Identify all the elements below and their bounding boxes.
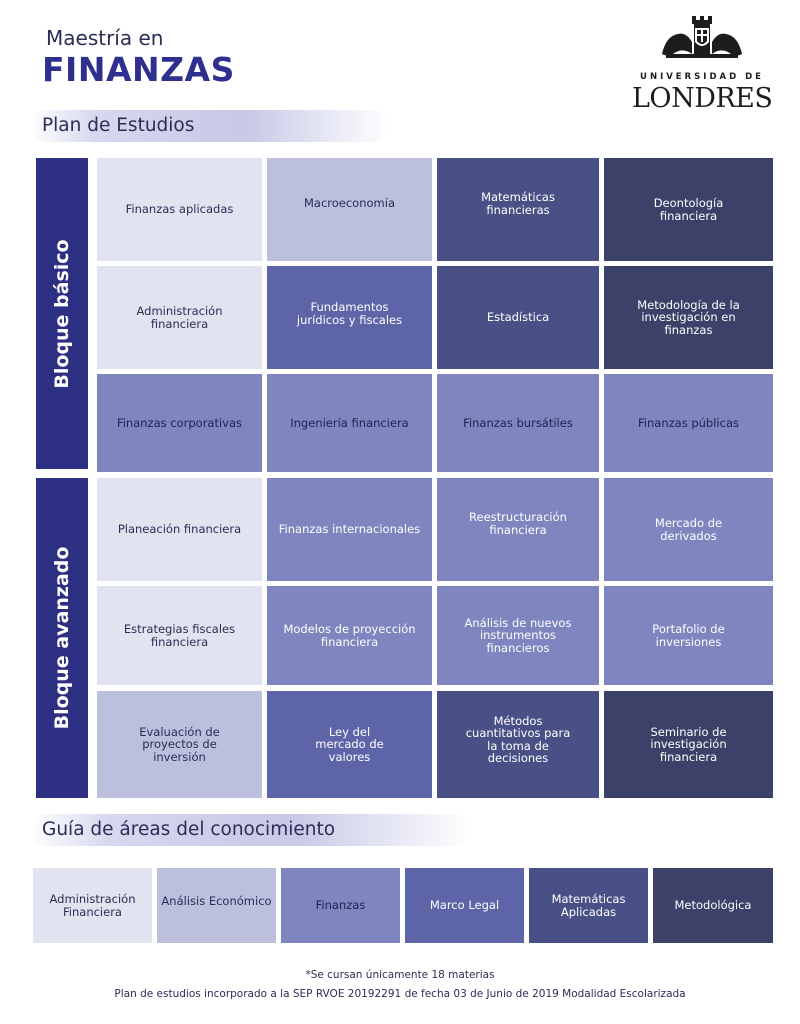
course-name: Planeación financiera — [117, 522, 242, 537]
area-label: Metodológica — [674, 898, 752, 913]
course-name: Ingeniería financiera — [290, 415, 409, 430]
course-cell: Matemáticas financieras — [437, 158, 599, 261]
course-name: Finanzas internacionales — [278, 522, 421, 537]
course-cell: Métodos cuantitativos para la toma de de… — [437, 691, 599, 798]
area-label: Finanzas — [315, 898, 366, 913]
area-legend-item: Finanzas — [281, 868, 400, 943]
course-cell: Modelos de proyección financiera — [267, 586, 432, 685]
castle-crest-icon — [662, 16, 742, 58]
area-label: Administración Financiera — [49, 892, 136, 919]
area-legend-item: Análisis Económico — [157, 868, 276, 943]
course-cell: Análisis de nuevos instrumentos financie… — [437, 586, 599, 685]
course-cell: Metodología de la investigación en finan… — [604, 266, 773, 369]
logo-university-text: UNIVERSIDAD DE — [640, 72, 764, 82]
area-legend-item: Metodológica — [653, 868, 773, 943]
program-subtitle: Maestría en — [46, 26, 164, 50]
block-label-basic-text: Bloque básico — [51, 238, 73, 389]
block-label-advanced: Bloque avanzado — [36, 478, 88, 798]
course-cell: Finanzas aplicadas — [97, 158, 262, 261]
university-logo: UNIVERSIDAD DE LONDRES — [632, 14, 773, 114]
block-label-basic: Bloque básico — [36, 158, 88, 469]
course-cell: Portafolio de inversiones — [604, 586, 773, 685]
course-cell: Finanzas corporativas — [97, 374, 262, 472]
course-name: Reestructuración financiera — [469, 510, 567, 537]
footer-legal: Plan de estudios incorporado a la SEP RV… — [114, 988, 686, 1000]
area-label: Matemáticas Aplicadas — [551, 892, 626, 919]
area-label: Análisis Económico — [161, 894, 272, 909]
course-cell: Finanzas públicas — [604, 374, 773, 472]
area-legend-item: Administración Financiera — [33, 868, 152, 943]
course-cell: Fundamentos jurídicos y fiscales — [267, 266, 432, 369]
course-name: Finanzas públicas — [638, 415, 739, 430]
course-name: Modelos de proyección financiera — [283, 622, 416, 649]
course-cell: Macroeconomía — [267, 158, 432, 261]
course-cell: Finanzas bursátiles — [437, 374, 599, 472]
course-cell: Ley del mercado de valores — [267, 691, 432, 798]
course-cell: Mercado de derivados — [604, 478, 773, 581]
course-name: Evaluación de proyectos de inversión — [139, 724, 220, 764]
course-name: Matemáticas financieras — [481, 190, 555, 217]
course-cell: Finanzas internacionales — [267, 478, 432, 581]
course-cell: Planeación financiera — [97, 478, 262, 581]
course-name: Finanzas bursátiles — [463, 415, 573, 430]
course-name: Mercado de derivados — [654, 516, 723, 543]
course-name: Estrategias fiscales financiera — [123, 622, 236, 649]
course-cell: Administración financiera — [97, 266, 262, 369]
course-name: Finanzas corporativas — [116, 415, 243, 430]
course-cell: Estadística — [437, 266, 599, 369]
course-name: Portafolio de inversiones — [652, 622, 725, 649]
course-name: Análisis de nuevos instrumentos financie… — [464, 615, 572, 655]
course-name: Finanzas aplicadas — [125, 202, 234, 217]
plan-heading: Plan de Estudios — [30, 110, 390, 142]
logo-londres-text: LONDRES — [632, 83, 773, 114]
course-cell: Evaluación de proyectos de inversión — [97, 691, 262, 798]
course-name: Metodología de la investigación en finan… — [637, 297, 740, 337]
footer-note: *Se cursan únicamente 18 materias — [305, 969, 495, 981]
course-cell: Deontología financiera — [604, 158, 773, 261]
area-legend-item: Marco Legal — [405, 868, 524, 943]
course-cell: Ingeniería financiera — [267, 374, 432, 472]
course-name: Ley del mercado de valores — [315, 724, 384, 764]
guide-heading: Guía de áreas del conocimiento — [30, 814, 470, 846]
course-name: Estadística — [486, 310, 550, 325]
area-label: Marco Legal — [429, 898, 500, 913]
course-name: Métodos cuantitativos para la toma de de… — [465, 713, 571, 765]
course-name: Deontología financiera — [653, 196, 724, 223]
course-name: Macroeconomía — [303, 196, 395, 211]
course-cell: Estrategias fiscales financiera — [97, 586, 262, 685]
course-cell: Reestructuración financiera — [437, 478, 599, 581]
block-label-advanced-text: Bloque avanzado — [51, 546, 73, 730]
course-name: Administración financiera — [136, 304, 223, 331]
program-title: FINANZAS — [42, 50, 235, 89]
area-legend-item: Matemáticas Aplicadas — [529, 868, 648, 943]
course-cell: Seminario de investigación financiera — [604, 691, 773, 798]
course-name: Fundamentos jurídicos y fiscales — [296, 300, 403, 327]
course-name: Seminario de investigación financiera — [650, 724, 727, 764]
